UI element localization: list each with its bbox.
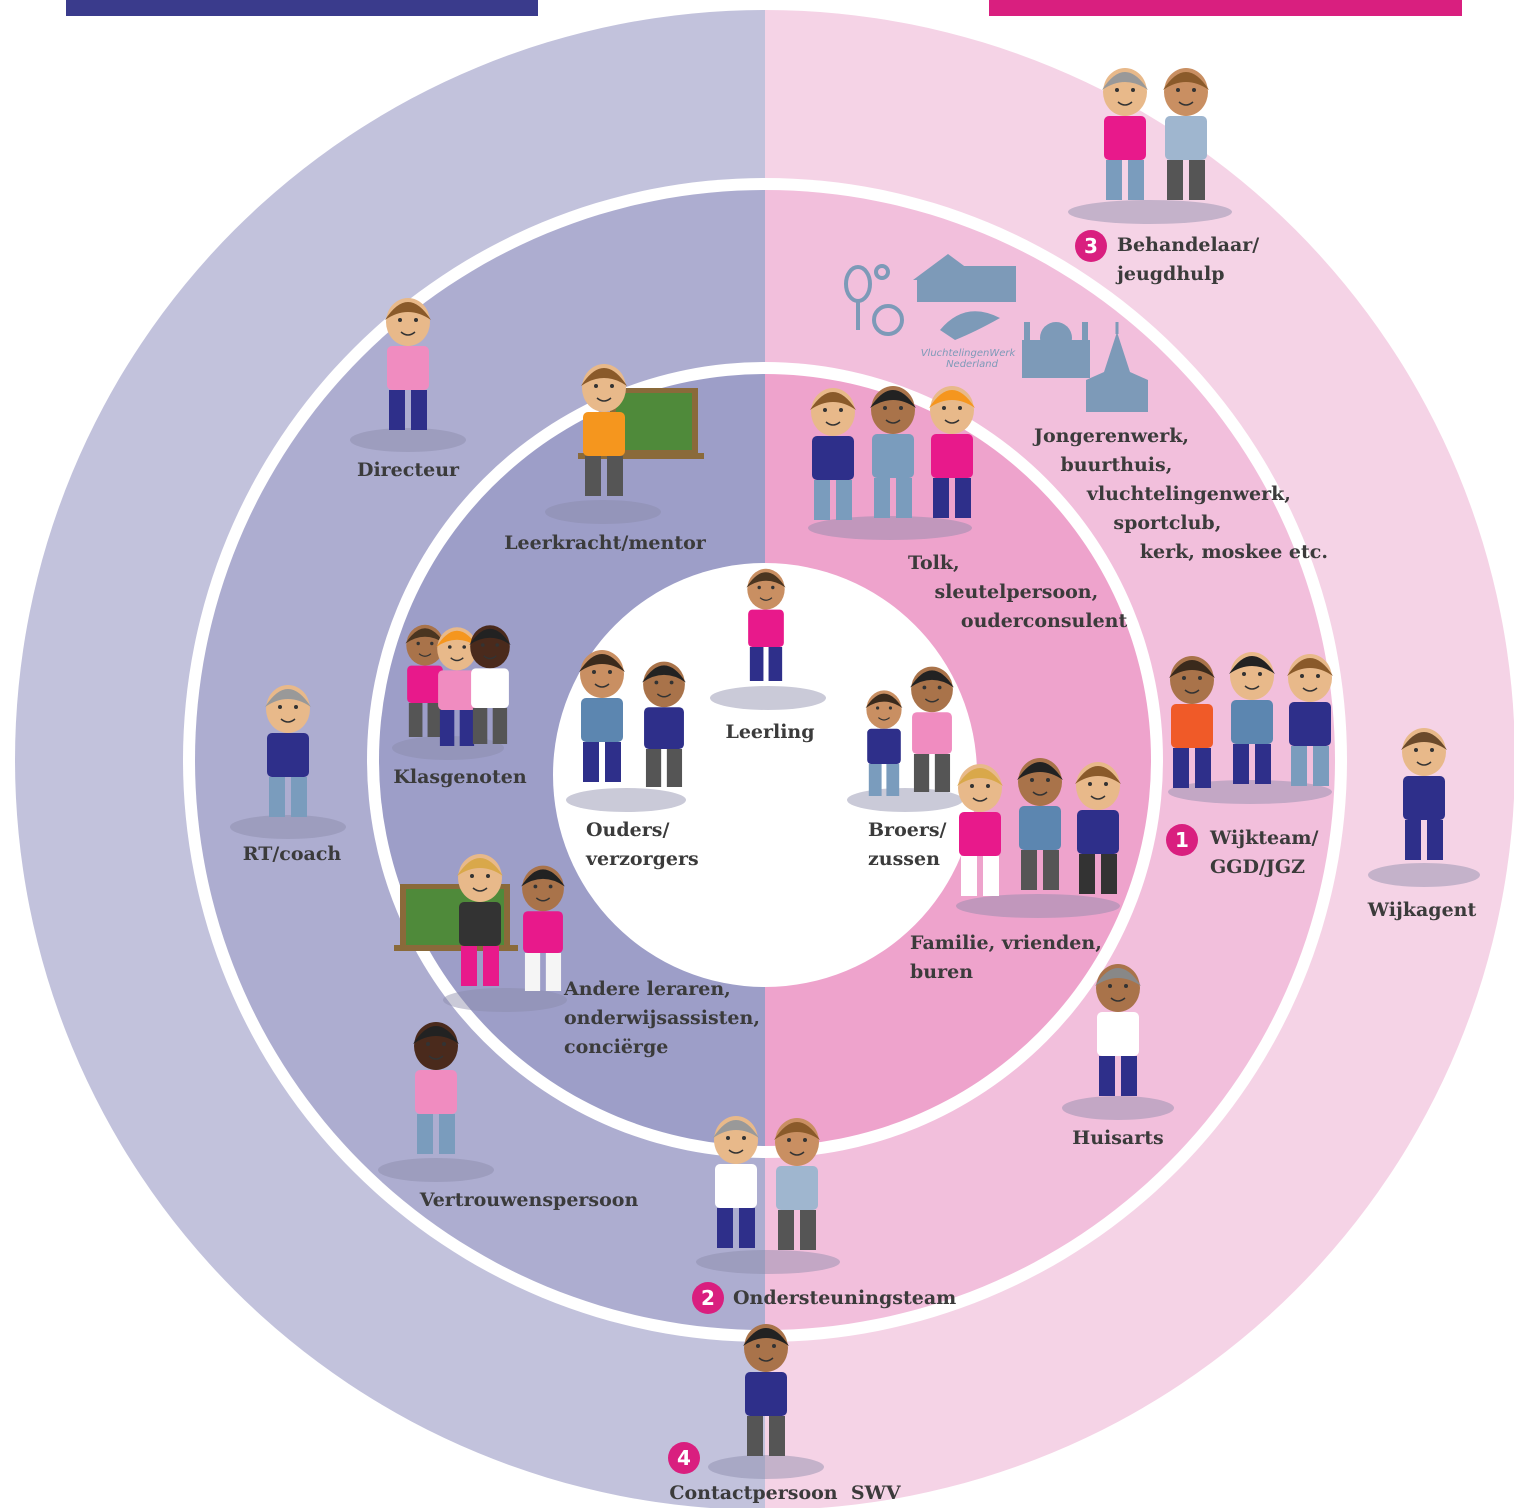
person-behandelaar-1 (1102, 68, 1148, 200)
person-klasgenoot-2 (436, 627, 478, 746)
label-leerling: Leerling (725, 721, 815, 743)
person-huisarts (1095, 964, 1141, 1096)
person-leerling (746, 568, 786, 681)
label-huisarts: Huisarts (1072, 1127, 1164, 1149)
badge-contactpersoon: 4 (668, 1442, 700, 1474)
person-ondersteuning-2 (774, 1118, 820, 1250)
church-icon (1086, 322, 1148, 412)
person-directeur (385, 298, 431, 430)
label-familie: Familie, vrienden, buren (910, 932, 1102, 983)
person-klasgenoot-1 (405, 624, 445, 737)
person-wijkteam-1 (1169, 656, 1215, 788)
vluchtelingenwerk-logo-icon (940, 311, 1000, 340)
person-ouder-1 (579, 650, 625, 782)
community-center-icon (913, 254, 1016, 302)
label-directeur: Directeur (356, 459, 460, 481)
person-ondersteuning-1 (713, 1116, 759, 1248)
person-ouder-2 (642, 661, 686, 787)
badge-ondersteuningsteam: 2 (692, 1282, 724, 1314)
logo-text-line2: Nederland (946, 359, 998, 370)
label-contactpersoon: Contactpersoon SWV (669, 1482, 901, 1504)
header-bar-school (66, 0, 538, 16)
chalkboard-icon (578, 388, 704, 459)
label-vertrouwenspersoon: Vertrouwenspersoon (419, 1189, 639, 1211)
person-wijkteam-2 (1229, 652, 1275, 784)
label-broers: Broers/ zussen (868, 819, 947, 870)
mosque-icon (1022, 322, 1090, 378)
label-andere-leraren: Andere leraren, onderwijsassisten, conci… (564, 978, 760, 1058)
person-familie-1 (957, 764, 1003, 896)
person-tolk-1 (810, 388, 856, 520)
person-broer (865, 690, 903, 796)
label-klasgenoten: Klasgenoten (393, 766, 527, 788)
person-wijkagent (1401, 728, 1447, 860)
person-leerkracht (581, 364, 627, 496)
label-behandelaar: Behandelaar/ jeugdhulp (1117, 234, 1260, 285)
label-tolk: Tolk, sleutelpersoon, ouderconsulent (908, 552, 1128, 632)
person-familie-2 (1017, 758, 1063, 890)
person-rt-coach (265, 685, 311, 817)
tennis-racket-icon (844, 264, 890, 330)
person-behandelaar-2 (1163, 68, 1209, 200)
person-tolk-2 (870, 386, 916, 518)
person-contactpersoon (743, 1324, 789, 1456)
label-leerkracht: Leerkracht/mentor (504, 532, 706, 554)
logo-text-line1: VluchtelingenWerk (921, 348, 1017, 359)
label-ouders: Ouders/ verzorgers (586, 819, 699, 870)
label-wijkteam: Wijkteam/ GGD/JGZ (1210, 827, 1319, 878)
person-klasgenoot-3 (469, 625, 511, 744)
person-familie-3 (1075, 762, 1121, 894)
label-ondersteuningsteam: Ondersteuningsteam (733, 1287, 957, 1309)
badge-behandelaar: 3 (1075, 230, 1107, 262)
label-wijkagent: Wijkagent (1367, 899, 1477, 921)
label-jongerenwerk: Jongerenwerk, buurthuis, vluchtelingenwe… (1034, 425, 1328, 563)
person-vertrouwenspersoon (413, 1022, 459, 1154)
person-tolk-3 (929, 386, 975, 518)
person-leraar (457, 854, 503, 986)
label-rt-coach: RT/coach (242, 843, 342, 865)
person-zus (910, 666, 954, 792)
football-icon (872, 304, 904, 336)
header-bar-home (989, 0, 1462, 16)
person-assistent (521, 865, 565, 991)
badge-wijkteam: 1 (1166, 824, 1198, 856)
person-wijkteam-3 (1287, 654, 1333, 786)
